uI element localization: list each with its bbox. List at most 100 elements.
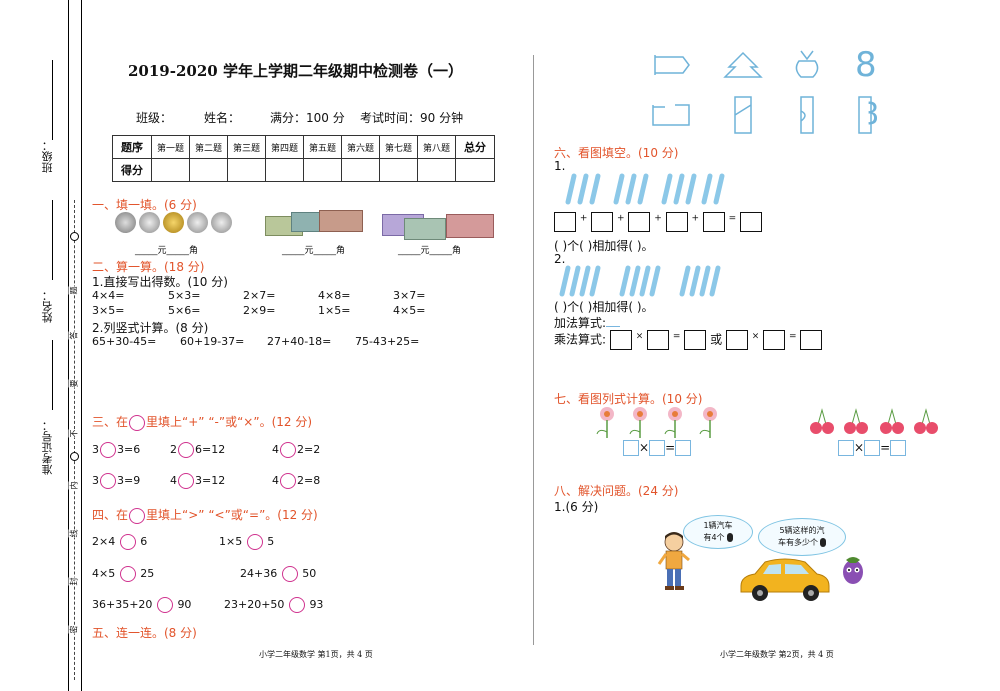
score-cell[interactable] xyxy=(227,158,266,182)
bubble1-line2: 有4个 xyxy=(703,533,725,542)
sec6-q2-label: 2. xyxy=(554,252,566,266)
compare-item: 23+20+50 93 xyxy=(224,597,324,613)
car-image xyxy=(740,558,830,601)
answer-box[interactable] xyxy=(665,212,688,232)
answer-box[interactable] xyxy=(623,440,639,456)
money-blank-2[interactable]: _____元_____角 xyxy=(282,246,346,256)
answer-box[interactable] xyxy=(684,330,707,350)
seal-char: 要 xyxy=(68,379,80,388)
compare-circle[interactable] xyxy=(246,534,263,550)
compare-item: 4×5 25 xyxy=(92,566,155,582)
compare-circle[interactable] xyxy=(156,597,173,613)
score-cell[interactable] xyxy=(455,158,495,182)
seal-char: 答 xyxy=(68,331,80,340)
tree-shape xyxy=(723,51,763,78)
compare-circle[interactable] xyxy=(119,534,136,550)
coin-icon xyxy=(163,212,184,233)
answer-box[interactable] xyxy=(702,212,725,232)
sec6-fill-1[interactable]: ( )个( )相加得( )。 xyxy=(554,239,654,253)
flag-half-shape xyxy=(652,104,690,126)
section7-title: 七、看图列式计算。(10 分) xyxy=(554,392,703,406)
bubble2-line2: 车有多少个 xyxy=(778,538,818,547)
score-cell[interactable] xyxy=(417,158,456,182)
score-cell[interactable] xyxy=(151,158,190,182)
tire-icon xyxy=(726,533,733,542)
coin-icon xyxy=(211,212,232,233)
answer-box[interactable] xyxy=(554,212,576,232)
answer-box[interactable] xyxy=(591,212,614,232)
op-circle[interactable] xyxy=(280,442,296,458)
answer-box[interactable] xyxy=(649,440,666,456)
seal-char: 密 xyxy=(68,625,80,634)
info-full-score: 满分：100 分 xyxy=(270,111,345,125)
vase-shape xyxy=(795,50,819,78)
score-cell[interactable] xyxy=(265,158,304,182)
answer-box[interactable] xyxy=(838,440,854,456)
score-cell[interactable] xyxy=(303,158,342,182)
score-cell[interactable] xyxy=(189,158,228,182)
page-title: 2019-2020 学年上学期二年级期中检测卷（一） xyxy=(128,62,463,80)
seal-char: 内 xyxy=(68,481,80,490)
answer-box[interactable] xyxy=(890,440,907,456)
compare-item: 24+36 50 xyxy=(240,566,317,582)
score-table: 题序 第一题 第二题 第三题 第四题 第五题 第六题 第七题 第八题 总分 得分 xyxy=(112,135,495,182)
coins-image xyxy=(115,212,235,233)
footer-right: 小学二年级数学 第2页，共 4 页 xyxy=(720,650,834,659)
answer-box[interactable] xyxy=(800,330,823,350)
calc-item: 4×5= xyxy=(393,304,426,317)
boy-figure xyxy=(657,532,690,590)
score-cell[interactable] xyxy=(341,158,380,182)
answer-box[interactable] xyxy=(740,212,763,232)
shape-figures xyxy=(652,50,872,134)
compare-item: 36+35+20 90 xyxy=(92,597,192,613)
multiplication-row: 乘法算式: × = 或 × = xyxy=(554,330,823,350)
answer-box[interactable] xyxy=(864,440,881,456)
compare-item: 1×5 5 xyxy=(219,534,275,550)
eight-half-shape xyxy=(858,96,872,134)
calc-item: 2×9= xyxy=(243,304,276,317)
sticks-group-1 xyxy=(565,173,725,205)
score-col: 第一题 xyxy=(151,135,190,159)
compare-circle[interactable] xyxy=(281,566,298,582)
op-circle[interactable] xyxy=(100,442,116,458)
coin-icon xyxy=(187,212,208,233)
vertical-calc-item: 65+30-45= xyxy=(92,335,157,348)
section6-title: 六、看图填空。(10 分) xyxy=(554,146,679,160)
op-circle[interactable] xyxy=(178,442,194,458)
speech-bubble-2: 5辆这样的汽 车有多少个 xyxy=(758,518,846,556)
sec6-fill-2[interactable]: ( )个( )相加得( )。 xyxy=(554,300,654,314)
answer-box[interactable] xyxy=(763,330,786,350)
op-circle[interactable] xyxy=(100,473,116,489)
section2-title: 二、算一算。(18 分) xyxy=(92,260,205,274)
sticks-group-2 xyxy=(559,265,721,297)
score-col: 第五题 xyxy=(303,135,342,159)
calc-item: 1×5= xyxy=(318,304,351,317)
answer-box[interactable] xyxy=(628,212,651,232)
answer-box[interactable] xyxy=(609,330,632,350)
eggplant-figure xyxy=(843,557,863,584)
banknotes-image-1 xyxy=(265,210,365,238)
calc-item: 4×4= xyxy=(92,289,125,302)
money-blank-3[interactable]: _____元_____角 xyxy=(398,246,462,256)
compare-circle[interactable] xyxy=(288,597,305,613)
flowers-image xyxy=(596,407,717,438)
op-circle[interactable] xyxy=(280,473,296,489)
section8-title: 八、解决问题。(24 分) xyxy=(554,484,679,498)
compare-item: 2×4 6 xyxy=(92,534,148,550)
op-circle[interactable] xyxy=(178,473,194,489)
vertical-calc-item: 60+19-37= xyxy=(180,335,245,348)
section5-title: 五、连一连。(8 分) xyxy=(92,626,197,640)
score-cell[interactable] xyxy=(379,158,418,182)
answer-box[interactable] xyxy=(725,330,748,350)
money-blank-1[interactable]: _____元_____角 xyxy=(135,246,199,256)
addition-label: 加法算式: xyxy=(554,314,621,331)
flowers-equation: ×= xyxy=(623,440,692,456)
compare-circle[interactable] xyxy=(119,566,136,582)
answer-box[interactable] xyxy=(647,330,670,350)
vase-half-shape xyxy=(800,96,814,134)
answer-box[interactable] xyxy=(675,440,692,456)
